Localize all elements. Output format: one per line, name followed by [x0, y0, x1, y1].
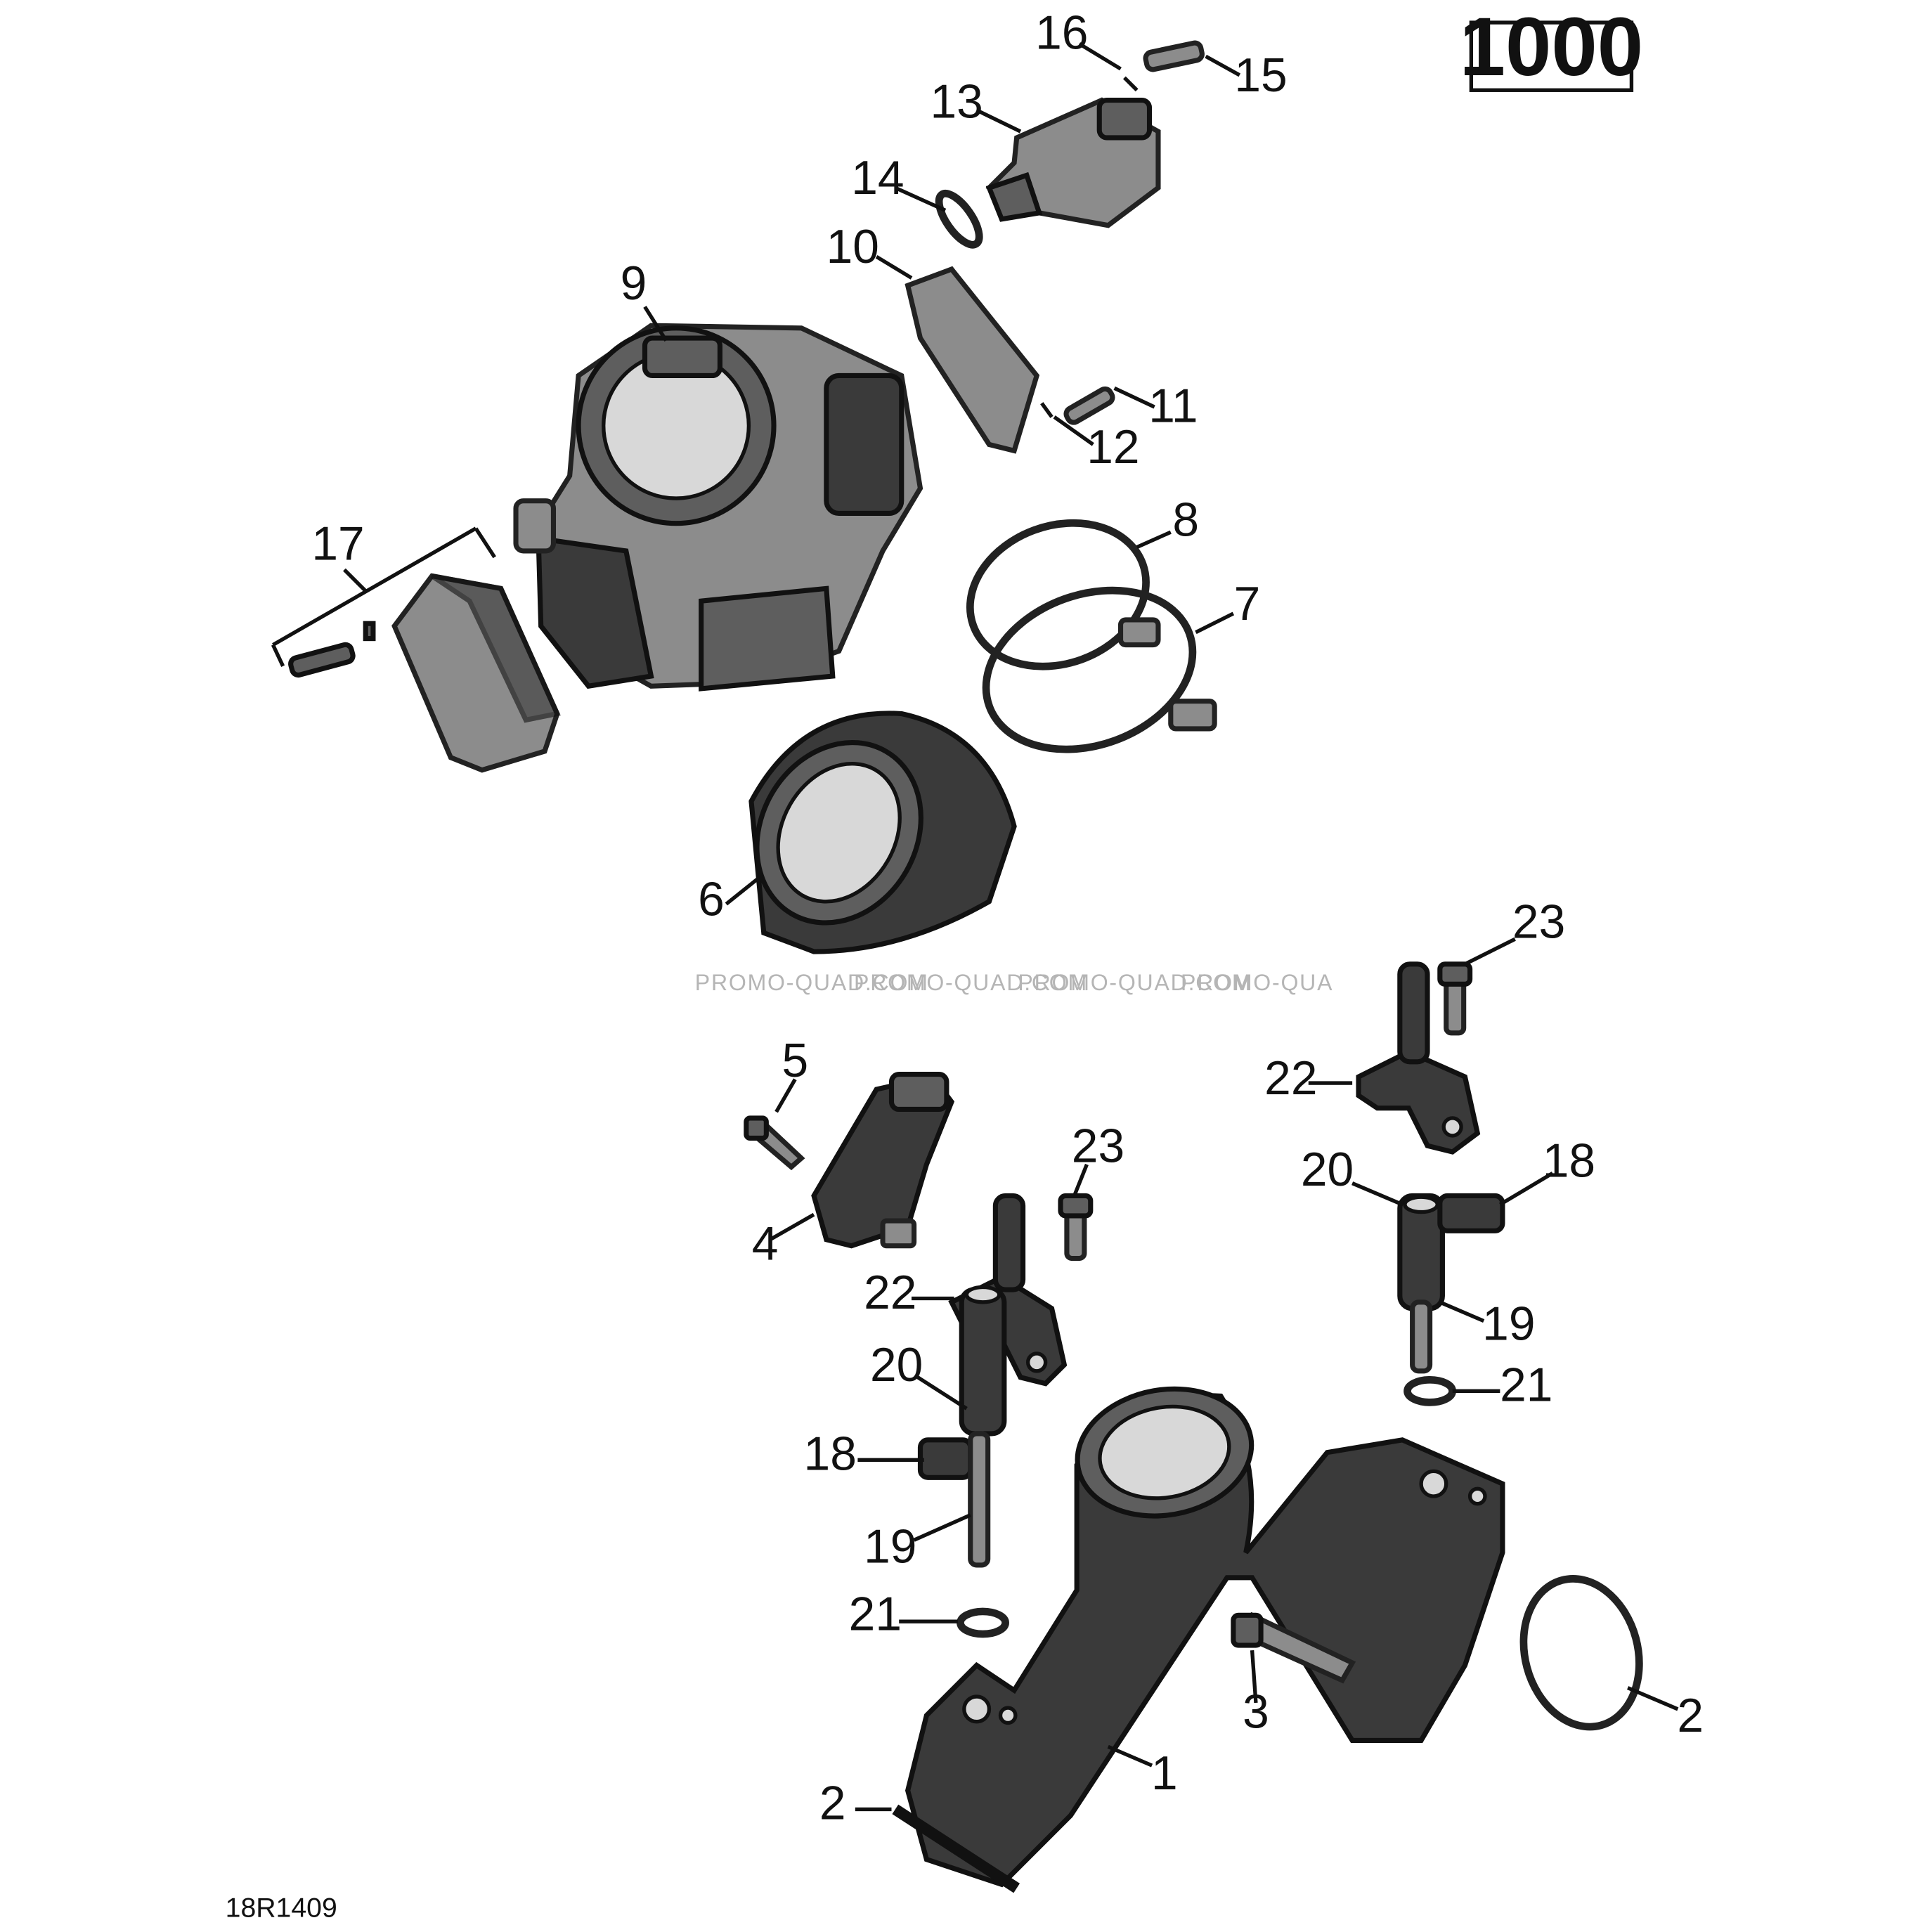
- callout-10: 10: [826, 221, 879, 273]
- callout-21-right: 21: [1500, 1359, 1552, 1412]
- intake-boot-drawing: [748, 711, 1017, 954]
- callout-13: 13: [930, 75, 983, 128]
- throttle-body-drawing: [513, 323, 923, 692]
- callout-23-left: 23: [1072, 1120, 1124, 1172]
- map-sensor-drawing: [744, 1072, 955, 1249]
- callout-12: 12: [1087, 421, 1139, 474]
- model-box: 1000: [1460, 1, 1644, 93]
- callout-6: 6: [698, 873, 725, 926]
- callout-22-right: 22: [1264, 1052, 1317, 1105]
- callout-14: 14: [851, 152, 904, 205]
- watermark: PROMO-QUA: [1181, 970, 1333, 995]
- callout-18-right: 18: [1543, 1135, 1595, 1188]
- idle-valve-drawing: [905, 40, 1205, 454]
- model-box-label: 1000: [1460, 1, 1644, 93]
- clamps-drawing: [966, 519, 1217, 753]
- injector-right-drawing: [1397, 1193, 1505, 1406]
- callout-2-right: 2: [1677, 1690, 1704, 1742]
- callout-9: 9: [621, 257, 647, 310]
- callout-1: 1: [1151, 1747, 1178, 1800]
- callout-22-left: 22: [864, 1266, 916, 1319]
- callout-7: 7: [1234, 578, 1261, 630]
- callout-4: 4: [752, 1217, 779, 1270]
- callout-17: 17: [311, 517, 364, 570]
- watermark: PROMO-QUAD.COM: [854, 970, 1088, 995]
- watermark: PROMO-QUAD.COM: [1018, 970, 1252, 995]
- watermark-row: PROMO-QUAD.COM PROMO-QUAD.COM PROMO-QUAD…: [695, 970, 1333, 995]
- callout-5: 5: [782, 1035, 808, 1087]
- watermark: PROMO-QUAD.COM: [695, 970, 929, 995]
- leader-lines: [271, 42, 1679, 1812]
- fuel-rail-right-drawing: [1356, 961, 1481, 1155]
- callout-3: 3: [1243, 1686, 1269, 1739]
- callout-labels: 16 15 13 14 10 9 11 12 8 7 17 6 23 22 20…: [311, 6, 1704, 1829]
- callout-15: 15: [1234, 49, 1287, 102]
- sensor-bracket-drawing: [288, 573, 561, 773]
- callout-19-right: 19: [1482, 1297, 1535, 1350]
- callout-20-left: 20: [870, 1339, 923, 1392]
- callout-18-left: 18: [804, 1428, 857, 1481]
- callout-11: 11: [1148, 380, 1198, 432]
- diagram-code: 18R1409: [226, 1893, 337, 1924]
- injector-left-drawing: [917, 1285, 1009, 1638]
- callout-23-right: 23: [1512, 895, 1565, 948]
- callout-8: 8: [1172, 494, 1199, 547]
- callout-20-right: 20: [1301, 1143, 1354, 1196]
- callout-19-left: 19: [864, 1520, 916, 1573]
- intake-manifold-drawing: [892, 1386, 1643, 1893]
- callout-21-left: 21: [849, 1588, 902, 1641]
- callout-16: 16: [1035, 6, 1088, 59]
- callout-2-left: 2: [819, 1777, 846, 1830]
